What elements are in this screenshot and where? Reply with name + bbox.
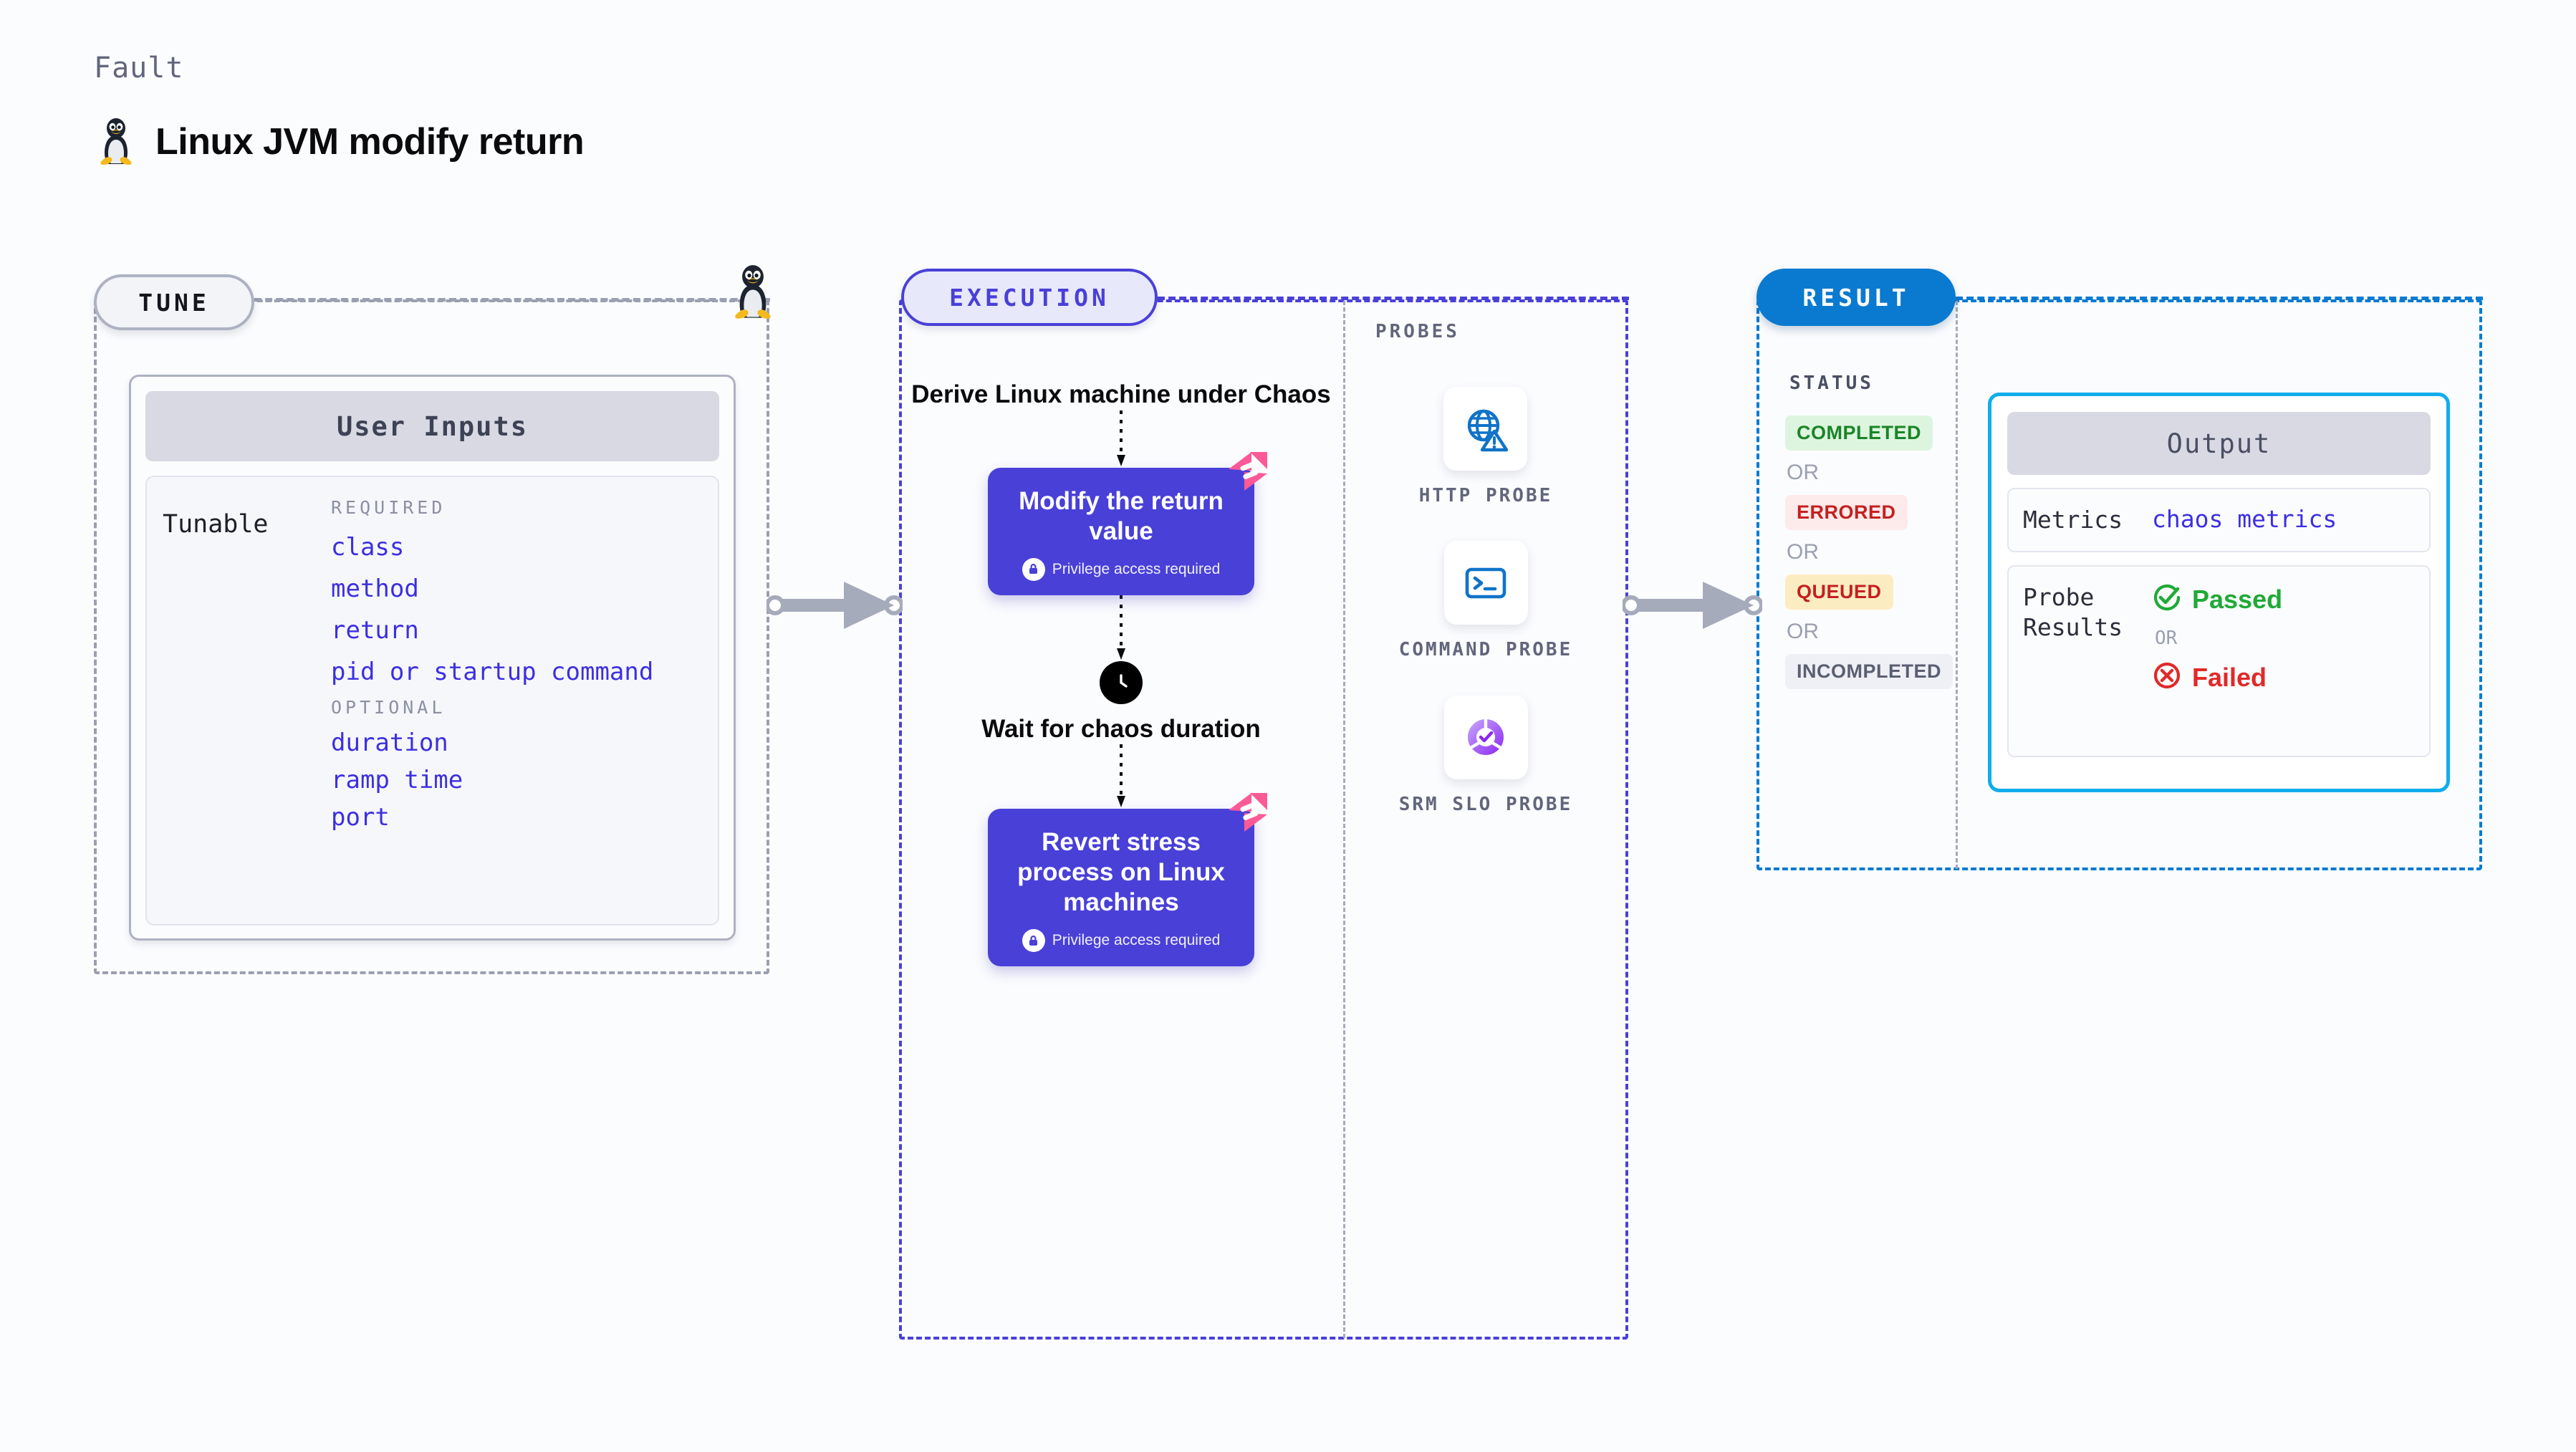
lock-icon — [1022, 557, 1045, 581]
linux-tux-icon-line — [731, 265, 775, 319]
execution-flow: Derive Linux machine under Chaos Modify … — [899, 380, 1343, 967]
section-pill-result[interactable]: RESULT — [1756, 269, 1956, 326]
execution-step-derive-machine: Derive Linux machine under Chaos — [911, 380, 1331, 408]
status-badge-queued: QUEUED — [1785, 574, 1893, 610]
dotted-arrow-down-icon — [1117, 744, 1125, 808]
privilege-label: Privilege access required — [1052, 560, 1221, 577]
tunable-label: Tunable — [163, 510, 269, 539]
fault-eyebrow-label: Fault — [94, 52, 184, 85]
probe-result-failed: Failed — [2152, 660, 2415, 694]
execution-step-wait-duration: Wait for chaos duration — [981, 714, 1261, 743]
tunable-item[interactable]: pid or startup command — [331, 658, 654, 686]
execution-card-title: Modify the return value — [1019, 486, 1224, 545]
privilege-note: Privilege access required — [1001, 929, 1241, 953]
probe-or-label: OR — [2155, 628, 2178, 650]
status-list: COMPLETED OR ERRORED OR QUEUED OR INCOMP… — [1785, 415, 1953, 689]
tunable-item[interactable]: ramp time — [331, 766, 463, 794]
status-section-label: STATUS — [1789, 372, 1874, 394]
check-circle-icon — [2152, 582, 2182, 616]
tunable-item[interactable]: method — [331, 574, 419, 603]
dotted-arrow-down-icon — [1117, 595, 1125, 660]
user-inputs-title: User Inputs — [145, 391, 719, 461]
probe-item-http[interactable]: HTTP PROBE — [1419, 387, 1553, 508]
execution-probes-divider — [1343, 301, 1345, 1338]
probe-result-values: Passed OR Failed — [2152, 582, 2415, 740]
flow-arrow-execution-to-result — [1621, 573, 1764, 641]
execution-card-title: Revert stress process on Linux machines — [1017, 828, 1225, 917]
tunable-list: REQUIRED class method return pid or star… — [331, 497, 702, 904]
status-badge-incompleted: INCOMPLETED — [1785, 654, 1953, 689]
execution-card-revert-stress[interactable]: Revert stress process on Linux machines … — [988, 793, 1267, 967]
x-circle-icon — [2152, 660, 2182, 694]
tunable-item[interactable]: port — [331, 803, 390, 832]
result-top-dashed-line — [1956, 297, 2483, 300]
probe-label: SRM SLO PROBE — [1398, 793, 1573, 815]
output-metrics-value[interactable]: chaos metrics — [2152, 505, 2337, 533]
probe-passed-label: Passed — [2192, 584, 2283, 614]
clock-icon — [1100, 660, 1143, 704]
flow-arrow-tune-to-execution — [765, 573, 904, 641]
privilege-label: Privilege access required — [1052, 932, 1221, 949]
section-pill-tune[interactable]: TUNE — [94, 274, 254, 330]
output-title: Output — [2007, 412, 2431, 475]
output-metrics-key: Metrics — [2023, 506, 2123, 534]
status-or-label: OR — [1787, 620, 1819, 643]
output-probe-key: Probe Results — [2023, 583, 2123, 642]
tunable-group-heading-optional: OPTIONAL — [331, 697, 446, 718]
output-card: Output Metrics chaos metrics Probe Resul… — [1988, 393, 2450, 792]
probe-result-passed: Passed — [2152, 582, 2415, 616]
output-row-probe-results: Probe Results Passed OR — [2007, 565, 2431, 758]
tunable-group-heading-required: REQUIRED — [331, 497, 446, 518]
tunable-item[interactable]: class — [331, 533, 405, 562]
harness-logo-icon — [1226, 790, 1270, 835]
execution-card-modify-return[interactable]: Modify the return value Privilege access… — [988, 451, 1267, 595]
status-or-label: OR — [1787, 540, 1819, 564]
result-output-divider — [1956, 301, 1958, 869]
tunable-panel: Tunable REQUIRED class method return pid… — [145, 476, 719, 925]
execution-top-dashed-line — [1158, 297, 1629, 300]
probe-label: HTTP PROBE — [1418, 485, 1553, 506]
slo-donut-check-icon — [1443, 695, 1528, 779]
probe-item-srm-slo[interactable]: SRM SLO PROBE — [1398, 695, 1573, 817]
terminal-icon — [1443, 541, 1528, 625]
output-row-metrics: Metrics chaos metrics — [2007, 488, 2431, 553]
user-inputs-card: User Inputs Tunable REQUIRED class metho… — [129, 375, 736, 941]
probe-failed-label: Failed — [2192, 662, 2267, 692]
probe-item-command[interactable]: COMMAND PROBE — [1399, 541, 1573, 662]
linux-tux-icon — [97, 118, 135, 165]
tunable-item[interactable]: return — [331, 616, 419, 645]
globe-warning-icon — [1443, 387, 1528, 471]
lock-icon — [1022, 929, 1045, 953]
page-title: Linux JVM modify return — [155, 121, 585, 163]
status-badge-errored: ERRORED — [1785, 495, 1908, 530]
page-title-row: Linux JVM modify return — [97, 118, 585, 165]
probes-list: HTTP PROBE COMMAND PROBE — [1343, 387, 1628, 817]
tunable-item[interactable]: duration — [331, 729, 448, 757]
status-or-label: OR — [1787, 461, 1819, 484]
probe-label: COMMAND PROBE — [1398, 639, 1573, 661]
section-pill-execution[interactable]: EXECUTION — [901, 269, 1158, 326]
tune-top-dashed-line — [254, 298, 770, 302]
privilege-note: Privilege access required — [1001, 557, 1241, 581]
status-badge-completed: COMPLETED — [1785, 415, 1933, 451]
harness-logo-icon — [1226, 449, 1270, 494]
dotted-arrow-down-icon — [1117, 410, 1125, 466]
probes-section-label: PROBES — [1375, 321, 1460, 342]
